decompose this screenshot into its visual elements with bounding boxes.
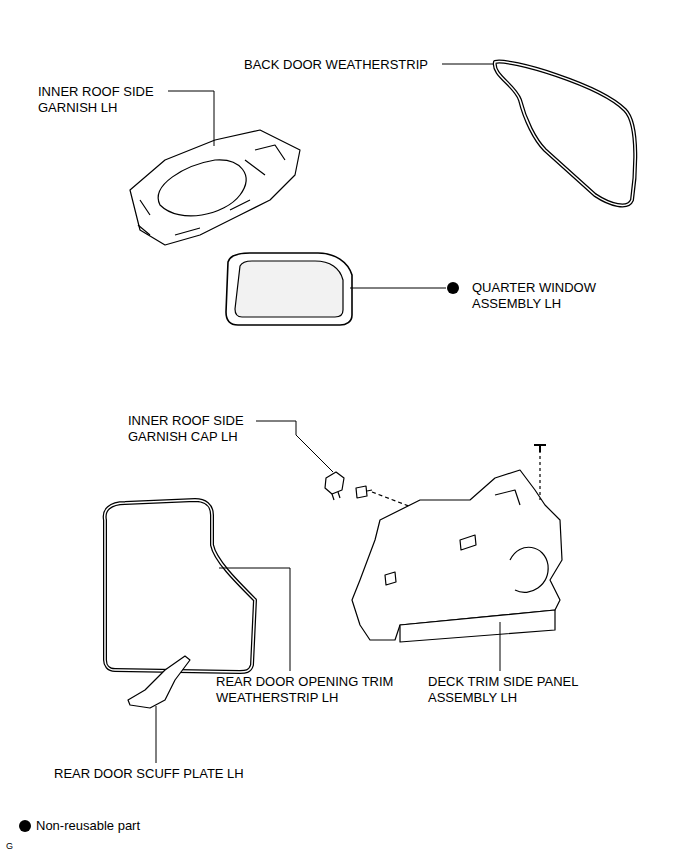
part-name: REAR DOOR SCUFF PLATE LH [54, 766, 244, 782]
quarter-window-illustration [226, 253, 352, 325]
part-name: DECK TRIM SIDE PANEL ASSEMBLY LH [428, 674, 603, 706]
garnish-illustration [130, 130, 300, 245]
legend-swatch [19, 820, 31, 832]
deck-trim-panel-illustration [352, 445, 562, 642]
part-name: QUARTER WINDOW ASSEMBLY LH [472, 280, 622, 312]
door-weatherstrip-illustration [105, 500, 255, 672]
scuff-plate-illustration [128, 656, 190, 708]
page-code: G [6, 838, 13, 854]
part-name: INNER ROOF SIDE GARNISH LH [38, 84, 173, 116]
weatherstrip-illustration [495, 62, 636, 206]
legend-text: Non-reusable part [36, 818, 140, 834]
part-name: INNER ROOF SIDE GARNISH CAP LH [128, 413, 263, 445]
part-name: REAR DOOR OPENING TRIM WEATHERSTRIP LH [216, 674, 416, 706]
part-name: BACK DOOR WEATHERSTRIP [244, 57, 428, 73]
